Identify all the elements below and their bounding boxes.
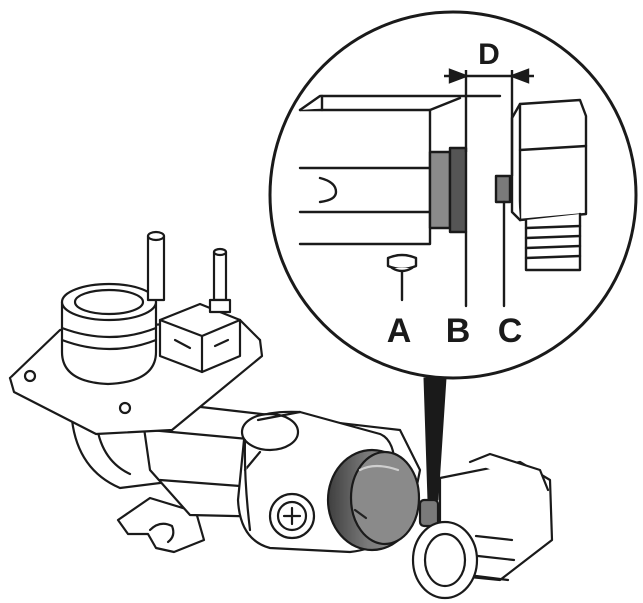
zoom-detail	[298, 94, 588, 308]
label-b: B	[446, 312, 471, 350]
threaded-fitting	[510, 98, 588, 272]
label-d: D	[478, 38, 500, 71]
electrode-rod-left	[146, 230, 166, 302]
label-a: A	[387, 312, 412, 350]
tube-section	[298, 94, 502, 246]
dark-cap	[326, 448, 421, 552]
screw	[268, 492, 316, 540]
nub-a	[386, 253, 418, 302]
small-ring	[418, 498, 440, 528]
main-assembly	[8, 230, 554, 600]
collar	[60, 282, 158, 386]
dimension-d	[444, 68, 534, 176]
electrode-block	[158, 302, 242, 374]
mounting-foot	[116, 496, 206, 554]
ring-c	[494, 174, 512, 204]
threaded-connector	[411, 452, 554, 600]
seal-b	[428, 146, 468, 234]
electrode-rod-right	[208, 247, 232, 314]
label-c: C	[498, 312, 523, 350]
